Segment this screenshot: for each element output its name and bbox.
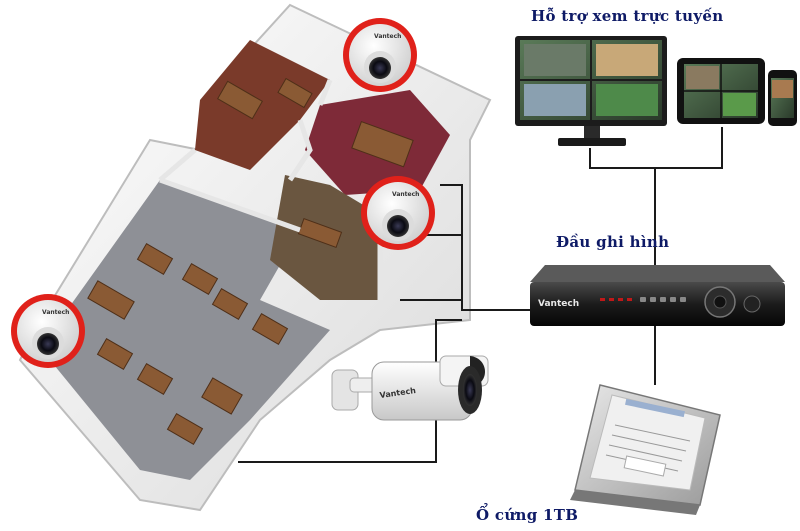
hard-drive-label: Ổ cứng 1TB bbox=[476, 506, 579, 524]
wire-monitors bbox=[589, 127, 723, 169]
dome-camera-icon: Vantech bbox=[11, 294, 85, 368]
inner-walls bbox=[158, 79, 383, 300]
dvr-logo: Vantech bbox=[538, 299, 579, 309]
dome-camera-icon: Vantech bbox=[343, 18, 417, 92]
bullet-camera-icon: Vantech bbox=[331, 355, 489, 421]
floor-area-main bbox=[50, 180, 330, 480]
phone-icon bbox=[768, 70, 797, 126]
dvr-icon: Vantech bbox=[530, 265, 785, 326]
desks bbox=[87, 77, 414, 445]
camera-logo: Vantech bbox=[374, 33, 401, 40]
camera-logo: Vantech bbox=[42, 309, 69, 316]
floor-area-top bbox=[195, 40, 330, 170]
recorder-label: Đầu ghi hình bbox=[556, 233, 670, 251]
wire-cam-bus bbox=[440, 184, 530, 311]
tablet-icon bbox=[677, 58, 765, 124]
office-floor-plan bbox=[18, 3, 492, 512]
monitor-icon bbox=[515, 36, 667, 146]
dome-camera-icon: Vantech bbox=[361, 176, 435, 250]
online-view-label: Hỗ trợ xem trực tuyến bbox=[531, 7, 724, 25]
wire-bottom bbox=[238, 420, 437, 463]
hard-drive-icon bbox=[570, 384, 721, 515]
camera-logo: Vantech bbox=[392, 191, 419, 198]
